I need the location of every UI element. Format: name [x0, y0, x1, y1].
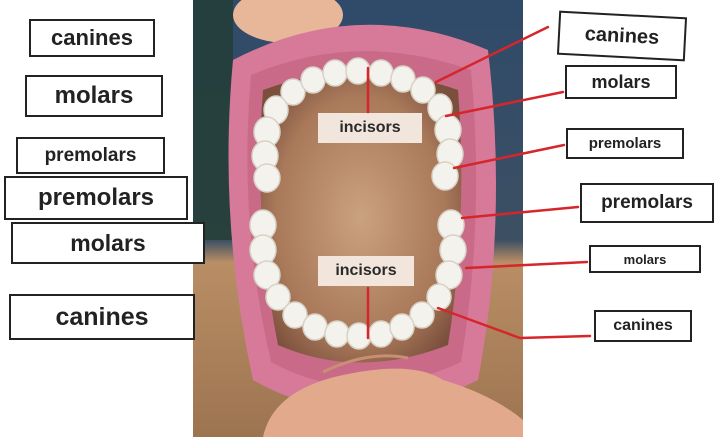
- label-premolars-left-1[interactable]: premolars: [16, 137, 165, 174]
- label-premolars-right-1[interactable]: premolars: [566, 128, 684, 159]
- label-premolars-right-2[interactable]: premolars: [580, 183, 714, 223]
- label-incisors-top[interactable]: incisors: [318, 113, 422, 143]
- teeth-model-illustration: [193, 0, 523, 437]
- label-molars-top-left[interactable]: molars: [25, 75, 163, 117]
- label-incisors-bottom[interactable]: incisors: [318, 256, 414, 286]
- teeth-model-photo: [193, 0, 523, 437]
- label-canines-bottom-left[interactable]: canines: [9, 294, 195, 340]
- label-molars-right-2[interactable]: molars: [589, 245, 701, 273]
- label-canines-top-right[interactable]: canines: [557, 11, 687, 62]
- label-canines-top-left[interactable]: canines: [29, 19, 155, 57]
- label-premolars-left-2[interactable]: premolars: [4, 176, 188, 220]
- label-canines-bottom-right[interactable]: canines: [594, 310, 692, 342]
- label-molars-top-right[interactable]: molars: [565, 65, 677, 99]
- label-molars-left-2[interactable]: molars: [11, 222, 205, 264]
